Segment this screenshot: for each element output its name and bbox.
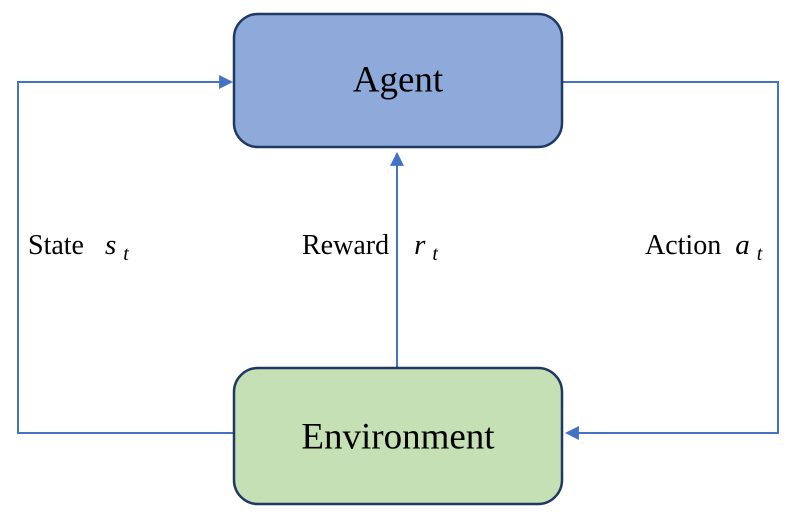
state-edge-label: State s t (28, 229, 129, 265)
state-label-text: State (28, 230, 84, 261)
environment-node (232, 366, 564, 506)
agent-node (232, 12, 564, 149)
action-symbol: a (735, 229, 750, 261)
reward-label-text: Reward (302, 230, 389, 261)
agent-node-label: Agent (353, 60, 444, 101)
state-arrow (17, 75, 234, 434)
state-subscript: t (123, 243, 129, 265)
action-arrow (563, 81, 779, 440)
action-label-text: Action (645, 230, 721, 261)
action-subscript: t (757, 243, 763, 265)
reward-subscript: t (432, 243, 438, 265)
reward-symbol: r (414, 229, 426, 261)
reward-edge-label: Reward r t (302, 229, 438, 265)
state-symbol: s (105, 229, 116, 261)
action-edge-label: Action a t (645, 229, 763, 265)
environment-node-label: Environment (301, 417, 495, 458)
